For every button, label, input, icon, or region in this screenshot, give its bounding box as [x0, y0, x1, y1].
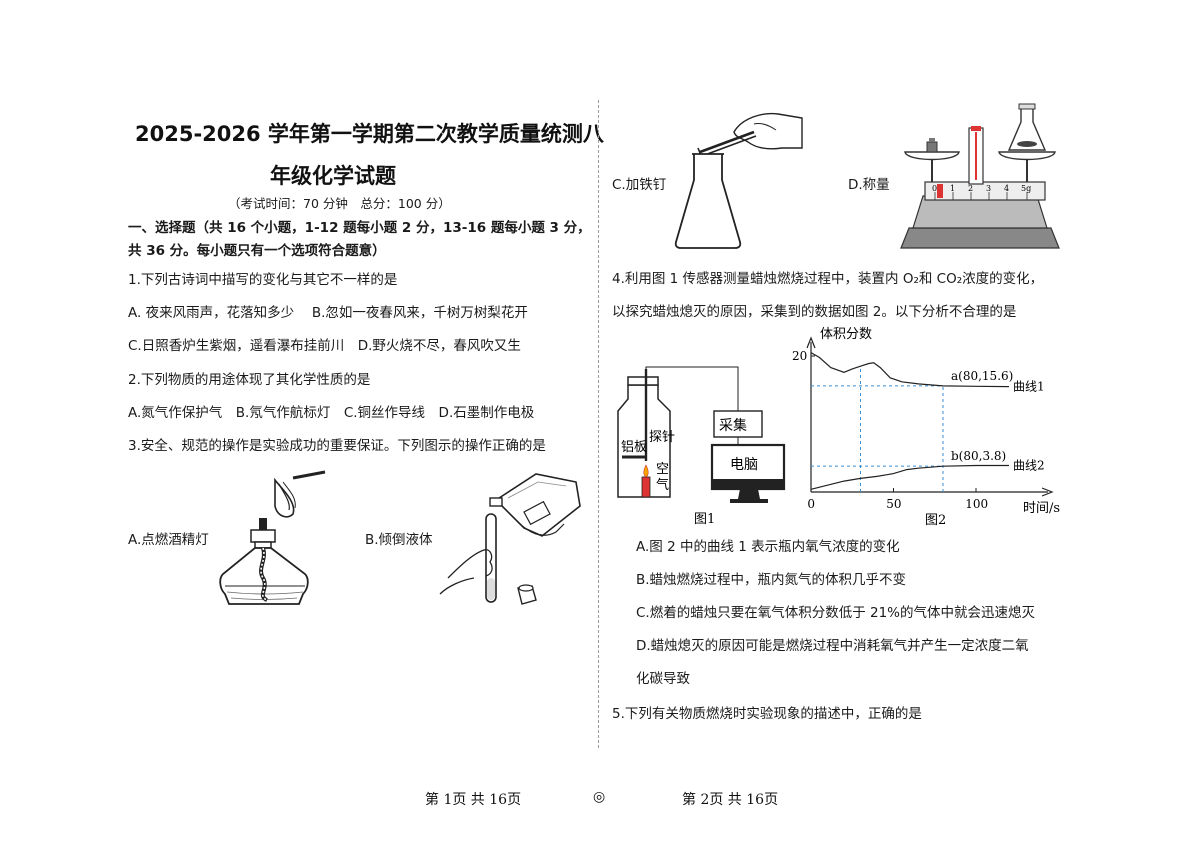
aluminum-plate-label: 铝板	[621, 440, 647, 455]
section1-heading-line2: 共 36 分。每小题只有一个选项符合题意）	[128, 243, 386, 259]
series-label: 曲线1	[1013, 380, 1045, 394]
question-1-options-cd: C.日照香炉生紫烟，遥看瀑布挂前川 D.野火烧不尽，春风吹又生	[128, 338, 521, 354]
question-4-option-d-line1: D.蜡烛熄灭的原因可能是燃烧过程中消耗氧气并产生一定浓度二氧	[636, 638, 1029, 654]
y-axis-label: 体积分数	[820, 327, 872, 342]
question-4-option-d-line2: 化碳导致	[636, 671, 690, 687]
balance-scale-digit: 1	[950, 184, 955, 193]
question-4-option-a: A.图 2 中的曲线 1 表示瓶内氧气浓度的变化	[636, 539, 900, 555]
question-2-options: A.氮气作保护气 B.氖气作航标灯 C.铜丝作导线 D.石墨制作电极	[128, 405, 535, 421]
question-4-line1: 4.利用图 1 传感器测量蜡烛燃烧过程中，装置内 O₂和 CO₂浓度的变化，	[612, 271, 1044, 287]
series-line	[810, 464, 1009, 490]
data-annotation: b(80,3.8)	[951, 449, 1006, 463]
question-4-option-c: C.燃着的蜡烛只要在氧气体积分数低于 21%的气体中就会迅速熄灭	[636, 605, 1036, 621]
alcohol-lamp-illustration	[219, 470, 326, 605]
x-axis-arrow	[1041, 487, 1054, 497]
question-1: 1.下列古诗词中描写的变化与其它不一样的是	[128, 272, 398, 288]
x-tick-label: 50	[886, 497, 901, 511]
x-tick-label: 0	[807, 497, 815, 511]
pouring-liquid-illustration	[439, 473, 581, 605]
x-axis-label: 时间/s	[1023, 501, 1060, 516]
balance-scale-digit: 4	[1004, 184, 1009, 193]
balance-scale-digit: 3	[986, 184, 991, 193]
figure-2-chart: 体积分数 时间/s 图2 0 50 100 20 曲线1 曲线2 a(80,15.6) b(8…	[792, 327, 1060, 528]
question-3-option-b: B.倾倒液体	[365, 532, 433, 548]
figure-1-apparatus: 采集 电脑 探针 铝板 空 气 图1	[617, 366, 786, 527]
probe-label: 探针	[649, 430, 675, 445]
page-divider	[598, 100, 599, 748]
exam-info: （考试时间：70 分钟 总分：100 分）	[228, 196, 451, 211]
balance-scale-ticks	[934, 192, 1028, 200]
page-number-left: 第 1页 共 16页	[425, 792, 522, 808]
series-label: 曲线2	[1013, 458, 1045, 472]
question-3-option-a: A.点燃酒精灯	[128, 532, 209, 548]
question-4-line2: 以探究蜡烛熄灭的原因，采集到的数据如图 2。以下分析不合理的是	[612, 304, 1017, 320]
iron-nail-flask-illustration	[674, 112, 803, 249]
question-3-option-d: D.称量	[848, 177, 890, 193]
footer-mark: ◎	[593, 789, 606, 805]
y-tick-label: 20	[792, 349, 807, 363]
question-5: 5.下列有关物质燃烧时实验现象的描述中，正确的是	[612, 706, 922, 722]
page-number-right: 第 2页 共 16页	[682, 792, 779, 808]
y-axis-arrow	[806, 336, 816, 349]
question-3-option-c: C.加铁钉	[612, 177, 667, 193]
question-2: 2.下列物质的用途体现了其化学性质的是	[128, 372, 371, 388]
exam-title-line2: 年级化学试题	[270, 164, 396, 188]
data-annotation: a(80,15.6)	[951, 369, 1013, 383]
balance-scale-digit: 5g	[1021, 184, 1031, 193]
series-line	[810, 352, 1010, 388]
section1-heading-line1: 一、选择题（共 16 个小题，1-12 题每小题 2 分，13-16 题每小题 …	[128, 220, 591, 236]
question-4-option-b: B.蜡烛燃烧过程中，瓶内氮气的体积几乎不变	[636, 572, 907, 588]
computer-label: 电脑	[730, 457, 758, 473]
air-label-2: 气	[656, 477, 669, 493]
balance-scale-illustration: 0 1 2 3 4 5g	[900, 103, 1060, 249]
rider-weight	[937, 184, 943, 198]
exam-title-line1: 2025-2026 学年第一学期第二次教学质量统测八	[135, 122, 604, 146]
question-3: 3.安全、规范的操作是实验成功的重要保证。下列图示的操作正确的是	[128, 438, 546, 454]
collector-label: 采集	[719, 417, 747, 434]
question-1-options-ab: A. 夜来风雨声，花落知多少 B.忽如一夜春风来，千树万树梨花开	[128, 305, 528, 321]
figure-1-caption: 图1	[694, 512, 715, 527]
balance-scale-digit: 2	[968, 184, 973, 193]
figure-2-caption: 图2	[925, 513, 946, 528]
balance-scale-digit: 0	[932, 184, 937, 193]
x-tick-label: 100	[965, 497, 988, 511]
air-label-1: 空	[656, 462, 669, 477]
